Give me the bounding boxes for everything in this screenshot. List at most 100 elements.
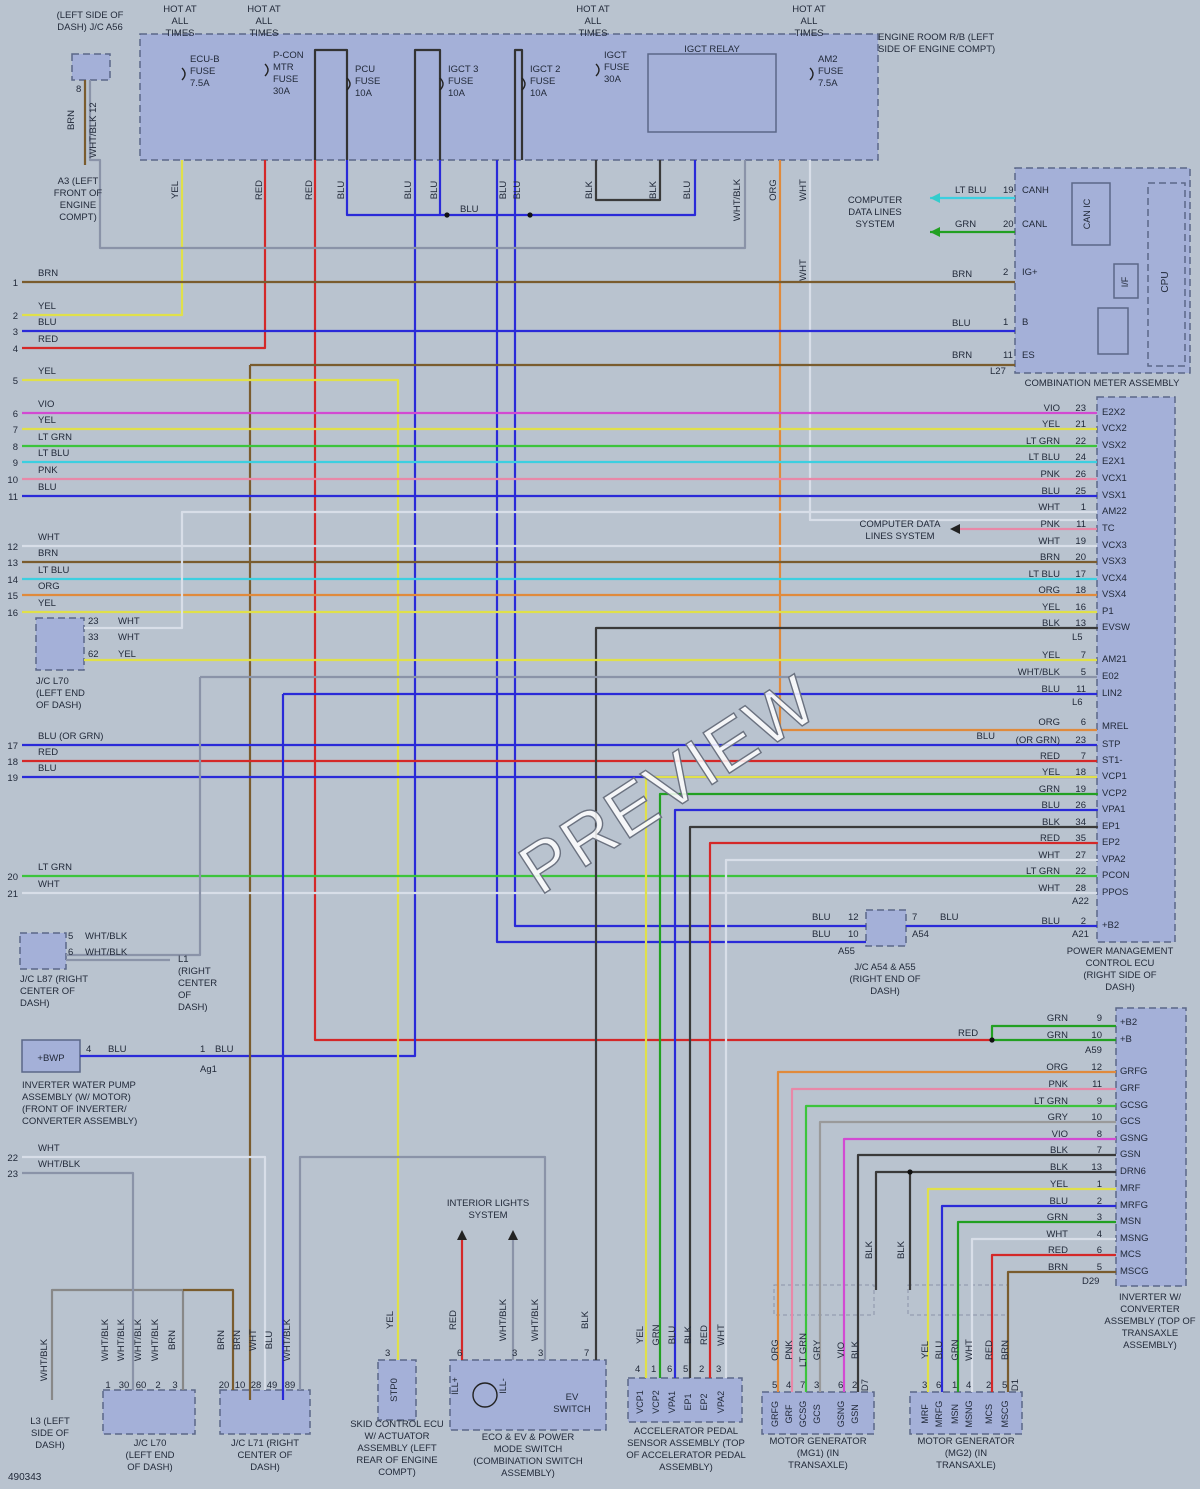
pin-name: MCS: [984, 1404, 994, 1424]
hot-label: HOT AT: [163, 4, 197, 15]
pump-pin: +BWP: [37, 1053, 64, 1064]
conn-label: A54: [912, 929, 929, 940]
conn-label: L5: [1072, 632, 1083, 643]
wire-label: BLK: [896, 1240, 907, 1259]
hot-label: ALL: [256, 16, 273, 27]
pin-name: MSCG: [1000, 1401, 1010, 1428]
hot-label: ALL: [801, 16, 818, 27]
wire-whtblk-23: [22, 1171, 135, 1390]
pin-label: 3: [538, 1348, 543, 1359]
wire-label: BLK: [850, 1340, 861, 1359]
ev-switch-label: SWITCH: [553, 1404, 591, 1415]
wire-label: VIO: [1044, 403, 1060, 414]
cpu-label: CPU: [1160, 271, 1171, 292]
jc-l70-bottom-label: OF DASH): [127, 1462, 172, 1473]
l1-label: L1: [178, 954, 189, 965]
pump-label: ASSEMBLY (W/ MOTOR): [22, 1092, 131, 1103]
wire-mg1: [790, 1087, 1116, 1392]
wire-label: GRN: [1039, 784, 1060, 795]
pin-label: 28: [1075, 883, 1086, 894]
pin-name: VSX3: [1102, 556, 1126, 567]
pin-name: E2X1: [1102, 456, 1125, 467]
wire-label: LT BLU: [1029, 452, 1060, 463]
wire-label: PNK: [1040, 469, 1060, 480]
fuse-label: MTR: [273, 62, 294, 73]
pin-name: VPA2: [716, 1391, 726, 1413]
l3-label: DASH): [35, 1440, 65, 1451]
pin-name: EP1: [1102, 821, 1120, 832]
wire-number: 18: [7, 757, 18, 768]
pin-label: 16: [1075, 602, 1086, 613]
pin-label: 25: [1075, 486, 1086, 497]
wire-blk-accel: [688, 825, 1099, 1378]
fuse-label: P-CON: [273, 50, 304, 61]
fuse-icon: [809, 67, 814, 81]
l3-label: L3 (LEFT: [30, 1416, 70, 1427]
l1-label: DASH): [178, 1002, 208, 1013]
pin-name: VPA1: [1102, 804, 1126, 815]
vertical-wire-label: WHT: [798, 179, 809, 201]
mg2-title: MOTOR GENERATOR: [917, 1436, 1014, 1447]
pin-label: 8: [1097, 1129, 1102, 1140]
wire-label: LT GRN: [1026, 436, 1060, 447]
pin-name: E2X2: [1102, 407, 1125, 418]
wire-number: 7: [13, 425, 18, 436]
igct-relay: [647, 53, 777, 133]
pin-name: VCP1: [635, 1390, 645, 1414]
pin-name: MRFG: [1120, 1200, 1148, 1211]
fuse-label: 30A: [604, 74, 622, 85]
wire-wht-l70: [84, 510, 1097, 630]
wire-label: WHT/BLK: [39, 1338, 50, 1381]
pin-label: 5: [772, 1380, 777, 1391]
pin-name: MRF: [920, 1404, 930, 1424]
pin-name: VCX1: [1102, 473, 1127, 484]
wire-label: BLU: [812, 912, 831, 923]
wire-label: BLU: [215, 1044, 234, 1055]
wire-label: VIO: [836, 1342, 847, 1358]
pin-label: 26: [1075, 800, 1086, 811]
pin-label: 2: [1081, 916, 1086, 927]
fuse-label: FUSE: [190, 66, 215, 77]
fuse-loop: [513, 48, 524, 160]
pin-label: 3: [1097, 1212, 1102, 1223]
skid-label: SKID CONTROL ECU: [350, 1419, 444, 1430]
wire-whtblk-a56: [88, 80, 747, 250]
pin-name: ILL+: [450, 1377, 460, 1395]
wire-label: BLU: [1042, 800, 1061, 811]
wire-label: PNK: [1048, 1079, 1068, 1090]
pin-label: 6: [1081, 717, 1086, 728]
pin-label: 2: [1003, 267, 1008, 278]
skid-label: ASSEMBLY (LEFT: [357, 1443, 437, 1454]
wire-number: 11: [8, 492, 18, 503]
labels: ECU-BFUSE7.5AP-CONMTRFUSE30APCUFUSE10AIG…: [7, 4, 1195, 1479]
pin-label: 10: [848, 929, 859, 940]
splice-dot: [444, 212, 450, 218]
data-lines-label: COMPUTER: [848, 195, 903, 206]
fuse-label: ECU-B: [190, 54, 220, 65]
jc-l70-left: [35, 617, 85, 671]
pin-label: 7: [1097, 1145, 1102, 1156]
pin-name: STP: [1102, 739, 1120, 750]
hot-label: TIMES: [578, 28, 607, 39]
jc-l87: [19, 932, 67, 970]
fuse-label: 7.5A: [818, 78, 838, 89]
inverter-title: ASSEMBLY): [1123, 1340, 1177, 1351]
wire-label: BRN: [952, 350, 972, 361]
hot-label: TIMES: [249, 28, 278, 39]
hot-label: HOT AT: [576, 4, 610, 15]
wire-label: BLU: [940, 912, 959, 923]
igct-relay-label: IGCT RELAY: [684, 44, 740, 55]
conn-label: A55: [838, 946, 855, 957]
can-ic: [1071, 182, 1111, 246]
wire-number: 13: [7, 558, 18, 569]
l1-label: (RIGHT: [178, 966, 211, 977]
wire-label: LT BLU: [38, 565, 69, 576]
pin-label: 10: [1091, 1112, 1102, 1123]
pin-label: 9: [1097, 1096, 1102, 1107]
wire-label: BRN: [216, 1330, 227, 1350]
wire-label: LT GRN: [38, 862, 72, 873]
wire-label: BLU: [952, 318, 971, 329]
pin-name: GSN: [1120, 1149, 1141, 1160]
pin-name: TC: [1102, 523, 1115, 534]
pin-label: 12: [1091, 1062, 1102, 1073]
